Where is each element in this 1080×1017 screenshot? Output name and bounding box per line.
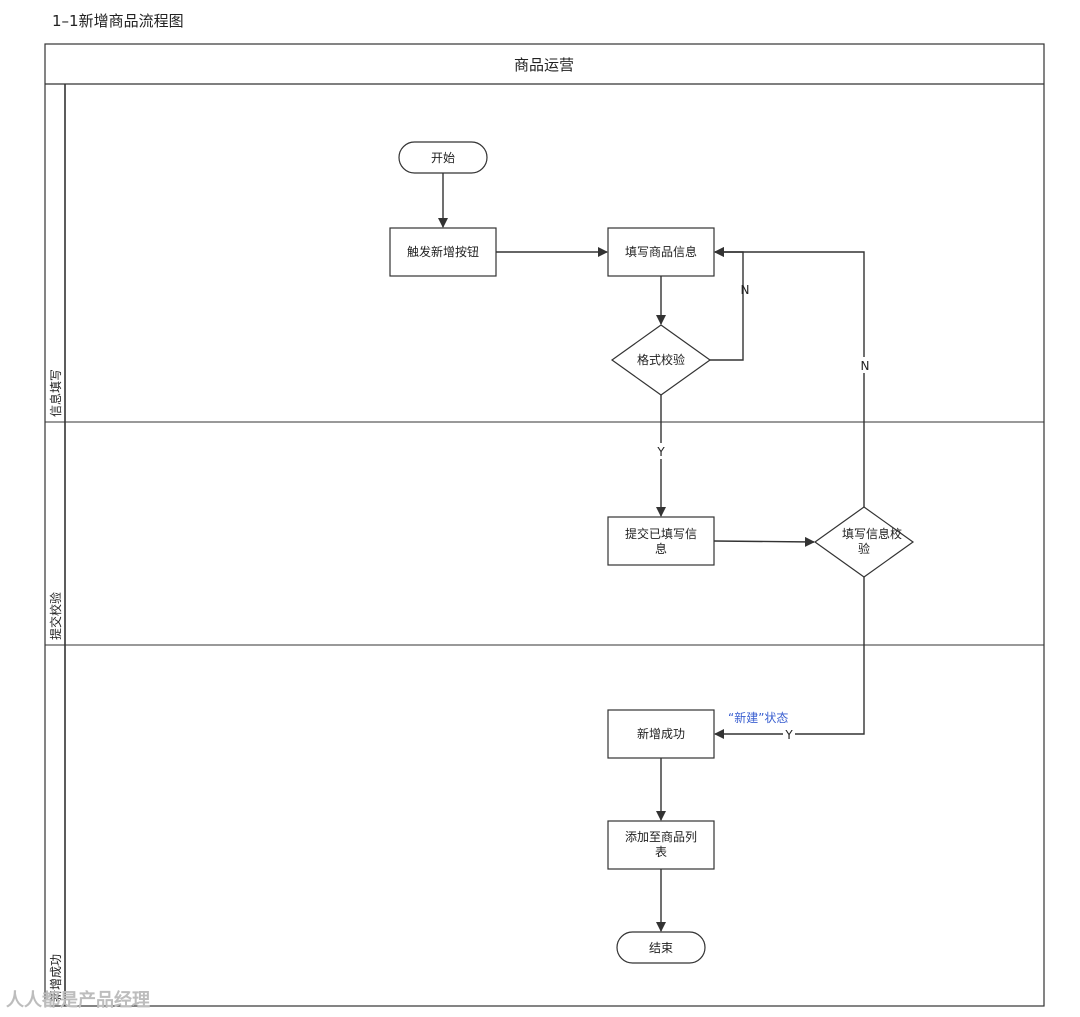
edge-format-no-label: N <box>741 283 750 297</box>
fill-check-label-line2: 验 <box>858 541 870 556</box>
edge-submit-check <box>713 536 815 547</box>
fill-check-label-line1: 填写信息校 <box>842 526 902 541</box>
lane-label-info: 信息填写 <box>48 369 63 417</box>
end-node <box>616 931 706 964</box>
page-title: 1–1新增商品流程图 <box>52 12 184 30</box>
submit-label-line1: 提交已填写信 <box>625 526 697 541</box>
edge-check-no-label-bg <box>858 357 872 373</box>
watermark: 人人都是产品经理 <box>6 989 150 1011</box>
success-node <box>607 709 715 759</box>
success-label: 新增成功 <box>637 726 685 741</box>
add-list-label-line1: 添加至商品列 <box>625 829 697 844</box>
edge-check-yes <box>714 577 865 739</box>
end-label: 结束 <box>649 941 673 955</box>
edge-format-no <box>710 247 744 361</box>
edge-check-yes-label: Y <box>784 728 793 742</box>
edge-check-yes-label-bg <box>783 728 795 742</box>
add-list-node <box>607 820 715 870</box>
submit-label-line2: 息 <box>655 541 667 556</box>
pool-header: 商品运营 <box>514 56 574 74</box>
edge-format-yes-label: Y <box>656 445 665 459</box>
fill-info-label: 填写商品信息 <box>625 244 697 259</box>
edge-format-yes-label-bg <box>655 443 667 459</box>
pool-frame <box>44 43 1045 1007</box>
edge-check-no-label: N <box>861 359 870 373</box>
start-label: 开始 <box>431 151 455 165</box>
lane-label-success: 新增成功 <box>48 954 63 1002</box>
lane-label-submit: 提交校验 <box>48 592 63 640</box>
add-list-label-line2: 表 <box>655 845 667 859</box>
trigger-label: 触发新增按钮 <box>407 244 479 259</box>
format-check-label: 格式校验 <box>637 352 685 367</box>
submit-node <box>607 516 715 566</box>
edge-check-no <box>714 247 865 507</box>
status-annotation: “新建”状态 <box>728 710 788 725</box>
